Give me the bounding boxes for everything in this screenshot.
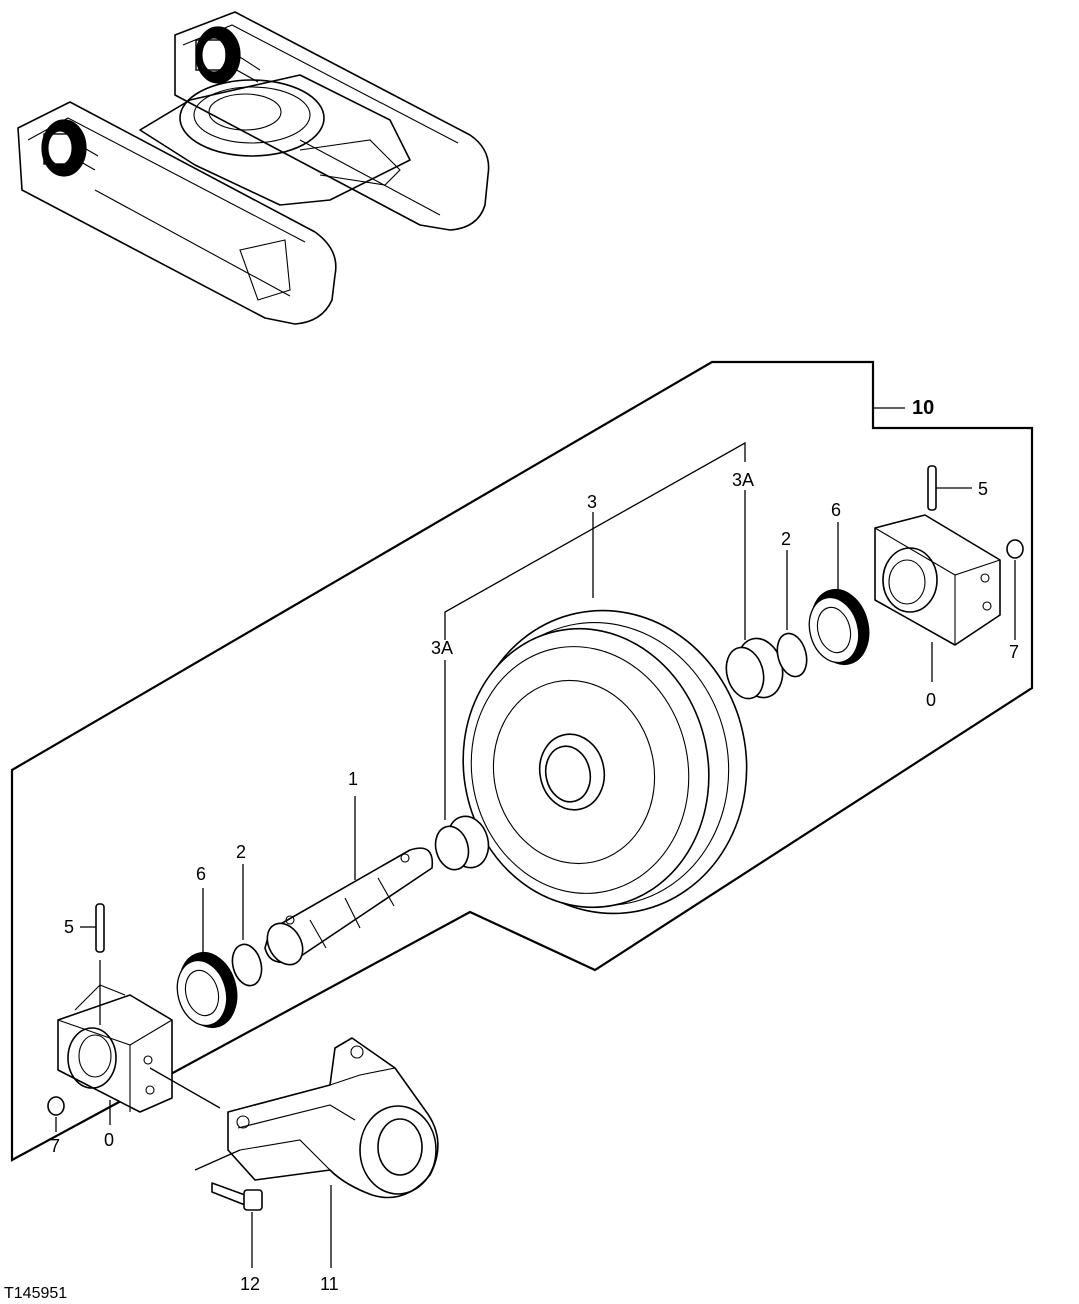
bearing-block-right bbox=[874, 514, 1001, 682]
figure-id: T145951 bbox=[4, 1285, 67, 1302]
callout-o-ring-right: 2 bbox=[781, 529, 791, 549]
callout-pin-left: 5 bbox=[64, 917, 74, 937]
callout-bearing-left: 0 bbox=[104, 1130, 114, 1150]
callout-bushing-left: 3A bbox=[431, 638, 453, 658]
callout-bushing-right: 3A bbox=[732, 470, 754, 490]
bushing-leader-bracket bbox=[444, 441, 746, 640]
pin-left bbox=[80, 903, 105, 1025]
cap-screw bbox=[211, 1182, 263, 1268]
idler-wheel bbox=[462, 512, 748, 915]
assembly-boundary bbox=[10, 360, 1034, 1162]
bushing-left bbox=[434, 815, 490, 871]
plug-right bbox=[1006, 539, 1024, 640]
callout-pin-right: 5 bbox=[978, 479, 988, 499]
track-frame-overview bbox=[17, 11, 490, 325]
callout-seal-right: 6 bbox=[831, 500, 841, 520]
callout-shaft: 1 bbox=[348, 769, 358, 789]
callout-cap-screw: 12 bbox=[240, 1274, 260, 1294]
callout-plug-left: 7 bbox=[50, 1136, 60, 1156]
yoke bbox=[227, 1037, 439, 1268]
callout-idler-wheel: 3 bbox=[587, 492, 597, 512]
bushing-right bbox=[725, 637, 784, 700]
bearing-block-left bbox=[57, 984, 173, 1125]
idler-highlight-rear bbox=[195, 26, 261, 84]
callout-o-ring-left: 2 bbox=[236, 842, 246, 862]
callout-seal-left: 6 bbox=[196, 864, 206, 884]
idler-highlight-front bbox=[41, 119, 99, 177]
o-ring-right bbox=[776, 632, 808, 678]
seal-left bbox=[176, 888, 238, 1029]
plug-left bbox=[47, 1096, 65, 1132]
callout-assembly: 10 bbox=[912, 397, 934, 419]
callout-yoke: 11 bbox=[320, 1274, 339, 1294]
seal-right bbox=[808, 522, 870, 666]
callout-bearing-right: 0 bbox=[926, 690, 936, 710]
pin-right bbox=[927, 465, 972, 511]
callout-plug-right: 7 bbox=[1009, 642, 1019, 662]
shaft bbox=[264, 796, 434, 966]
o-ring-left bbox=[231, 943, 263, 987]
